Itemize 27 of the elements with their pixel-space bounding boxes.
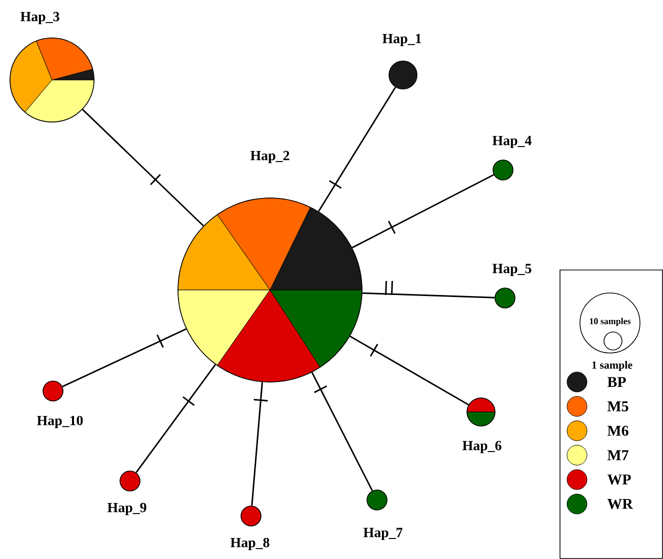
haplotype-label: Hap_9 <box>107 502 146 516</box>
connector-line <box>136 364 216 474</box>
haplotype-label: Hap_10 <box>37 416 83 428</box>
haplotype-label: Hap_5 <box>492 264 532 276</box>
connector-line <box>62 328 187 388</box>
haplotype-label: Hap_1 <box>382 34 422 46</box>
legend-label: M7 <box>607 450 628 460</box>
legend-label: M5 <box>607 401 628 412</box>
haplotype-label: Hap_3 <box>20 12 60 24</box>
connector-line <box>318 86 396 212</box>
connector-line <box>311 372 373 492</box>
haplotype-label: Hap_7 <box>363 528 402 540</box>
legend-label: BP <box>607 377 626 387</box>
legend-label: M6 <box>607 426 628 436</box>
connector-line <box>82 108 204 226</box>
haplotype-label: Hap_6 <box>462 440 502 454</box>
connector-line <box>352 174 494 248</box>
connector-line <box>251 382 263 506</box>
connector-line <box>362 292 495 298</box>
connector-line <box>350 336 469 406</box>
legend-label: 10 samples <box>590 318 631 326</box>
legend-label: WP <box>607 474 631 485</box>
legend-label: WR <box>607 498 634 509</box>
haplotype-label: Hap_2 <box>250 150 290 164</box>
haplotype-label: Hap_8 <box>230 538 270 550</box>
legend-label: 1 sample <box>592 361 632 371</box>
haplotype-label: Hap_4 <box>492 136 532 148</box>
